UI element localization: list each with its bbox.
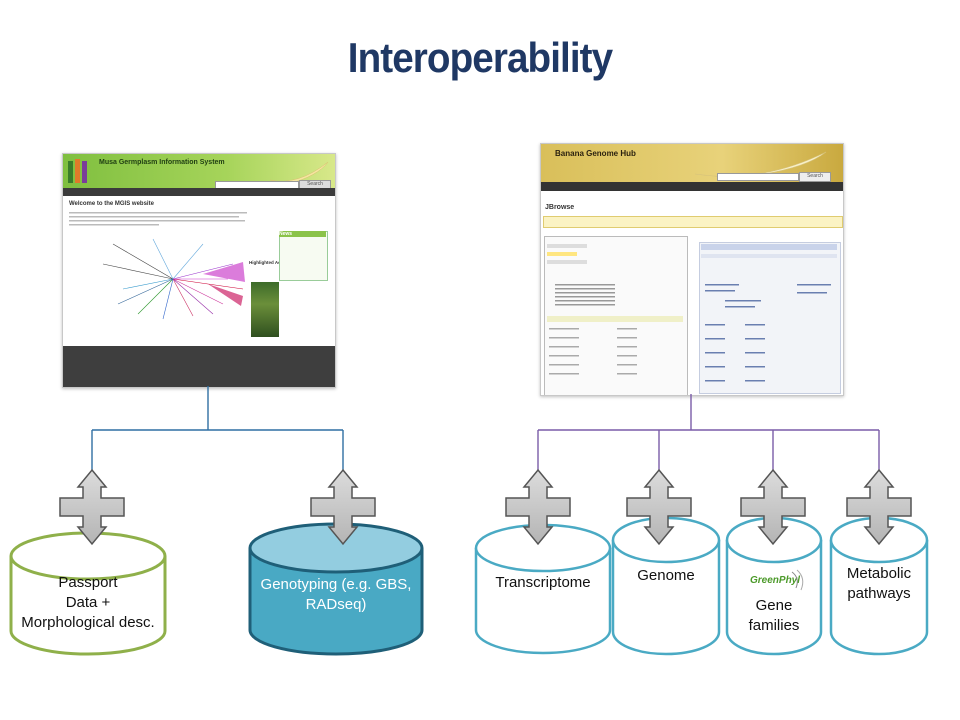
greenphyl-logo: GreenPhyl [750,569,804,591]
transcriptome-arrow-icon [505,468,571,546]
mgis-website-screenshot: Musa Germplasm Information System Search… [62,153,336,388]
mgis-news-heading: News [279,231,326,237]
genome-database-label: Genome [637,567,695,584]
mgis-site-title: Musa Germplasm Information System [99,159,225,166]
bgh-genome-browser-track [699,242,841,394]
metabolic-pathways-database-label: Metabolic pathways [846,565,912,602]
mgis-nav-bar[interactable] [63,188,335,196]
genotyping-database-label: Genotyping (e.g. GBS, RADseq) [260,576,412,613]
svg-text:GreenPhyl: GreenPhyl [750,575,800,586]
mgis-connector [91,386,344,472]
genotyping-database-cylinder [248,522,424,656]
mgis-intro-text [69,212,247,226]
mgis-footer [63,346,335,387]
bgh-nav-bar[interactable] [541,182,843,191]
banana-genome-hub-screenshot: Banana Genome Hub Search JBrowse [540,143,844,396]
metabolic-pathways-database-cylinder [829,516,929,656]
bgh-feature-table [547,244,683,375]
mgis-phylogenetic-tree [102,238,245,320]
mgis-accession-photo [251,282,279,337]
gene-families-arrow-icon [740,468,806,546]
gene-families-database-label: Gene families [748,597,800,634]
mgis-highlighted-accession: Highlighted Accession [249,260,298,265]
banana-genome-hub-connector [537,394,880,472]
passport-database-cylinder [9,531,167,656]
mgis-news-box [279,231,328,281]
passport-database-label: Passport Data + Morphological desc. [21,574,155,631]
bgh-page-heading: JBrowse [545,204,575,211]
bgh-warning-banner [543,216,843,228]
bgh-site-title: Banana Genome Hub [555,149,636,158]
metabolic-pathways-arrow-icon [846,468,912,546]
bgh-search-input[interactable] [717,173,799,181]
transcriptome-database-label: Transcriptome [495,574,591,591]
bidirectional-arrows [59,468,912,546]
mgis-logo-icon [68,159,87,183]
passport-arrow-icon [59,468,125,546]
bgh-search-button[interactable]: Search [799,172,831,182]
genome-arrow-icon [626,468,692,546]
genotyping-arrow-icon [310,468,376,546]
transcriptome-database-cylinder [474,523,612,655]
bgh-track-features [701,244,837,382]
mgis-welcome-heading: Welcome to the MGIS website [69,201,154,207]
genome-database-cylinder [611,516,721,656]
slide-title: Interoperability [347,34,613,81]
